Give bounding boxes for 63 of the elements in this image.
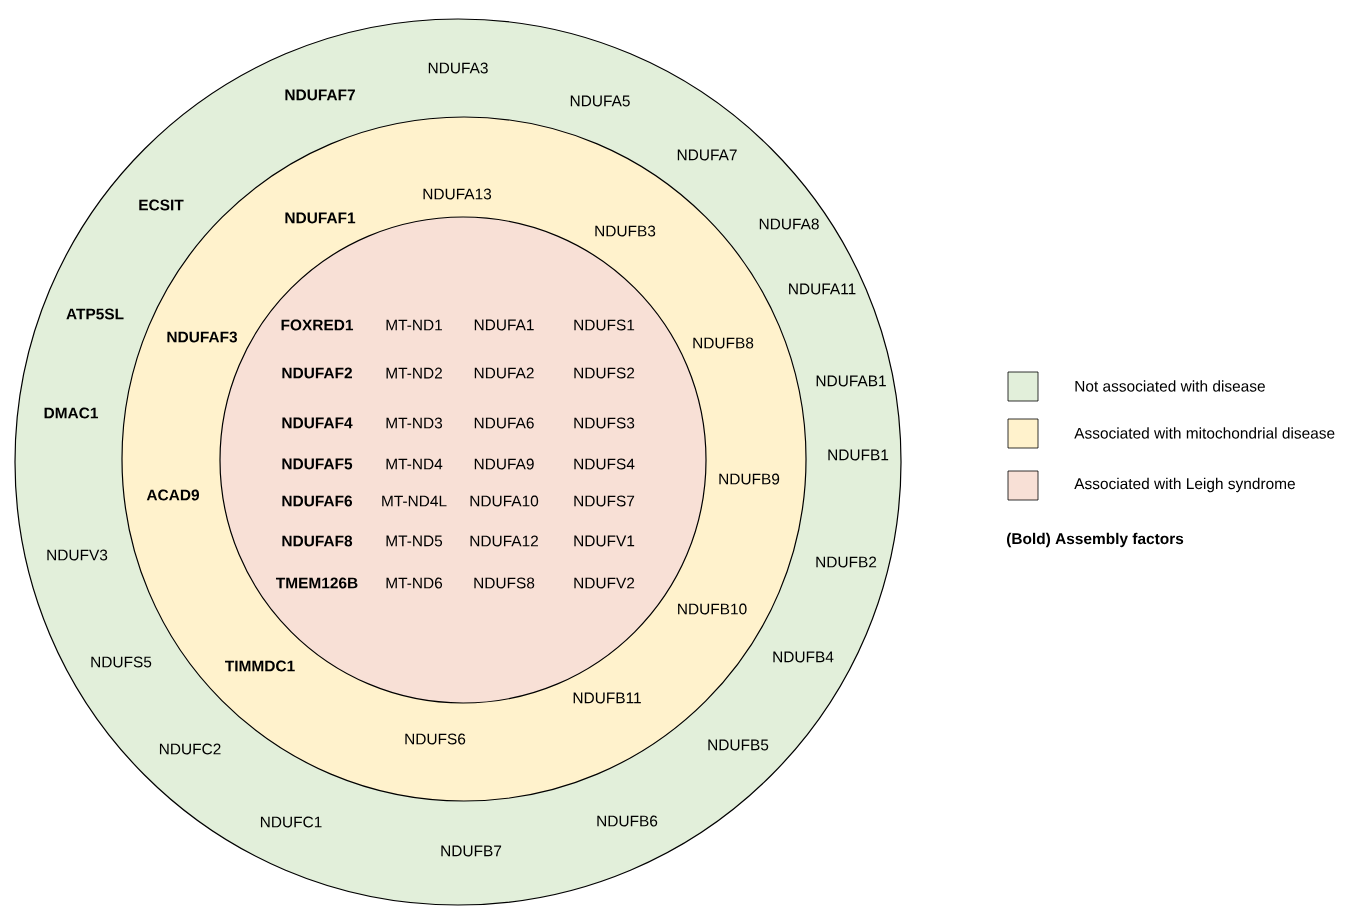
gene-label: NDUFS2 xyxy=(574,367,635,379)
gene-label: NDUFA13 xyxy=(423,188,492,200)
gene-label: MT-ND4 xyxy=(386,458,443,470)
gene-label: NDUFAF4 xyxy=(282,417,353,429)
gene-label: NDUFB6 xyxy=(597,815,658,827)
gene-label: NDUFB10 xyxy=(678,603,747,615)
gene-label: ATP5SL xyxy=(66,308,124,320)
gene-label: NDUFS8 xyxy=(474,577,535,589)
gene-label: MT-ND2 xyxy=(386,367,442,379)
gene-label: NDUFAF6 xyxy=(282,495,353,507)
gene-label: MT-ND1 xyxy=(386,319,442,331)
gene-label: NDUFA6 xyxy=(474,417,534,429)
gene-label: ACAD9 xyxy=(146,489,199,501)
gene-label: NDUFB4 xyxy=(773,651,834,663)
gene-label: NDUFB11 xyxy=(573,692,641,704)
gene-label: NDUFS7 xyxy=(574,495,635,507)
gene-label: NDUFB7 xyxy=(441,845,502,857)
gene-label: NDUFAF1 xyxy=(285,212,356,224)
legend-label: Associated with Leigh syndrome xyxy=(1074,477,1295,493)
gene-label: TMEM126B xyxy=(276,577,358,589)
gene-label: NDUFS4 xyxy=(574,458,635,470)
gene-label: NDUFB2 xyxy=(816,556,877,568)
gene-label: NDUFA11 xyxy=(789,283,856,295)
gene-label: NDUFC1 xyxy=(260,816,322,828)
gene-label: NDUFA10 xyxy=(470,495,539,507)
gene-label: NDUFB3 xyxy=(595,225,656,237)
gene-label: MT-ND5 xyxy=(386,535,443,547)
gene-label: MT-ND4L xyxy=(382,495,447,507)
gene-label: NDUFS6 xyxy=(405,733,466,745)
gene-label: NDUFA8 xyxy=(759,218,819,230)
gene-label: NDUFA2 xyxy=(474,367,534,379)
gene-label: DMAC1 xyxy=(44,407,98,419)
gene-label: NDUFA9 xyxy=(474,458,534,470)
gene-label: NDUFB8 xyxy=(693,337,754,349)
legend-label: (Bold) Assembly factors xyxy=(1007,532,1184,548)
gene-label: NDUFB5 xyxy=(708,739,769,751)
legend-label: Associated with mitochondrial disease xyxy=(1074,427,1335,439)
gene-label: NDUFAB1 xyxy=(816,375,886,387)
gene-label: NDUFA5 xyxy=(570,95,630,107)
gene-label: NDUFAF3 xyxy=(167,331,238,343)
gene-label: NDUFV3 xyxy=(47,549,108,561)
gene-label: NDUFAF2 xyxy=(282,367,352,379)
gene-label: NDUFV2 xyxy=(574,577,635,589)
gene-label: NDUFA3 xyxy=(428,62,488,74)
gene-label: NDUFS3 xyxy=(574,417,635,429)
gene-label: NDUFAF5 xyxy=(282,458,353,470)
gene-label: ECSIT xyxy=(139,199,184,211)
gene-label: NDUFC2 xyxy=(159,743,221,755)
gene-label: NDUFA1 xyxy=(474,319,534,331)
gene-label: NDUFS5 xyxy=(91,656,152,668)
gene-label: NDUFB1 xyxy=(828,449,889,461)
gene-label: NDUFS1 xyxy=(574,319,635,331)
gene-label: MT-ND6 xyxy=(386,577,443,589)
gene-label: TIMMDC1 xyxy=(225,660,295,672)
gene-label: NDUFA12 xyxy=(470,535,538,547)
gene-label: NDUFA7 xyxy=(677,149,737,161)
gene-label: NDUFAF8 xyxy=(282,535,353,547)
gene-label: NDUFB9 xyxy=(719,473,780,485)
gene-label: NDUFV1 xyxy=(574,535,635,547)
gene-label: FOXRED1 xyxy=(281,319,354,331)
legend-label: Not associated with disease xyxy=(1075,380,1265,392)
gene-label: MT-ND3 xyxy=(386,417,443,429)
gene-label: NDUFAF7 xyxy=(285,89,355,101)
